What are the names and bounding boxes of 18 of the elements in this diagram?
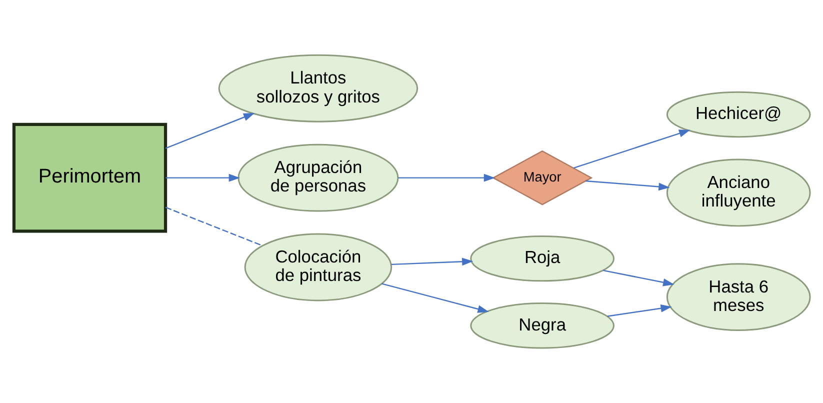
arrow: [165, 174, 240, 182]
arrow: [398, 174, 495, 182]
arrow: [381, 283, 488, 313]
arrow: [585, 180, 670, 191]
node-box: Perimortem: [12, 122, 167, 233]
arrow: [573, 130, 690, 168]
node-diamond: Mayor: [491, 150, 592, 206]
node-ellipse: Negra: [470, 302, 614, 349]
connector: [164, 206, 262, 246]
arrow: [390, 258, 473, 266]
node-ellipse: Hasta 6 meses: [666, 263, 810, 332]
node-ellipse: Anciano influyente: [666, 158, 810, 227]
arrow: [606, 304, 672, 317]
arrow: [164, 112, 254, 149]
node-ellipse: Agrupación de personas: [237, 144, 398, 212]
node-ellipse: Colocación de pinturas: [244, 233, 392, 302]
arrow: [602, 270, 674, 286]
node-ellipse: Roja: [470, 235, 614, 282]
